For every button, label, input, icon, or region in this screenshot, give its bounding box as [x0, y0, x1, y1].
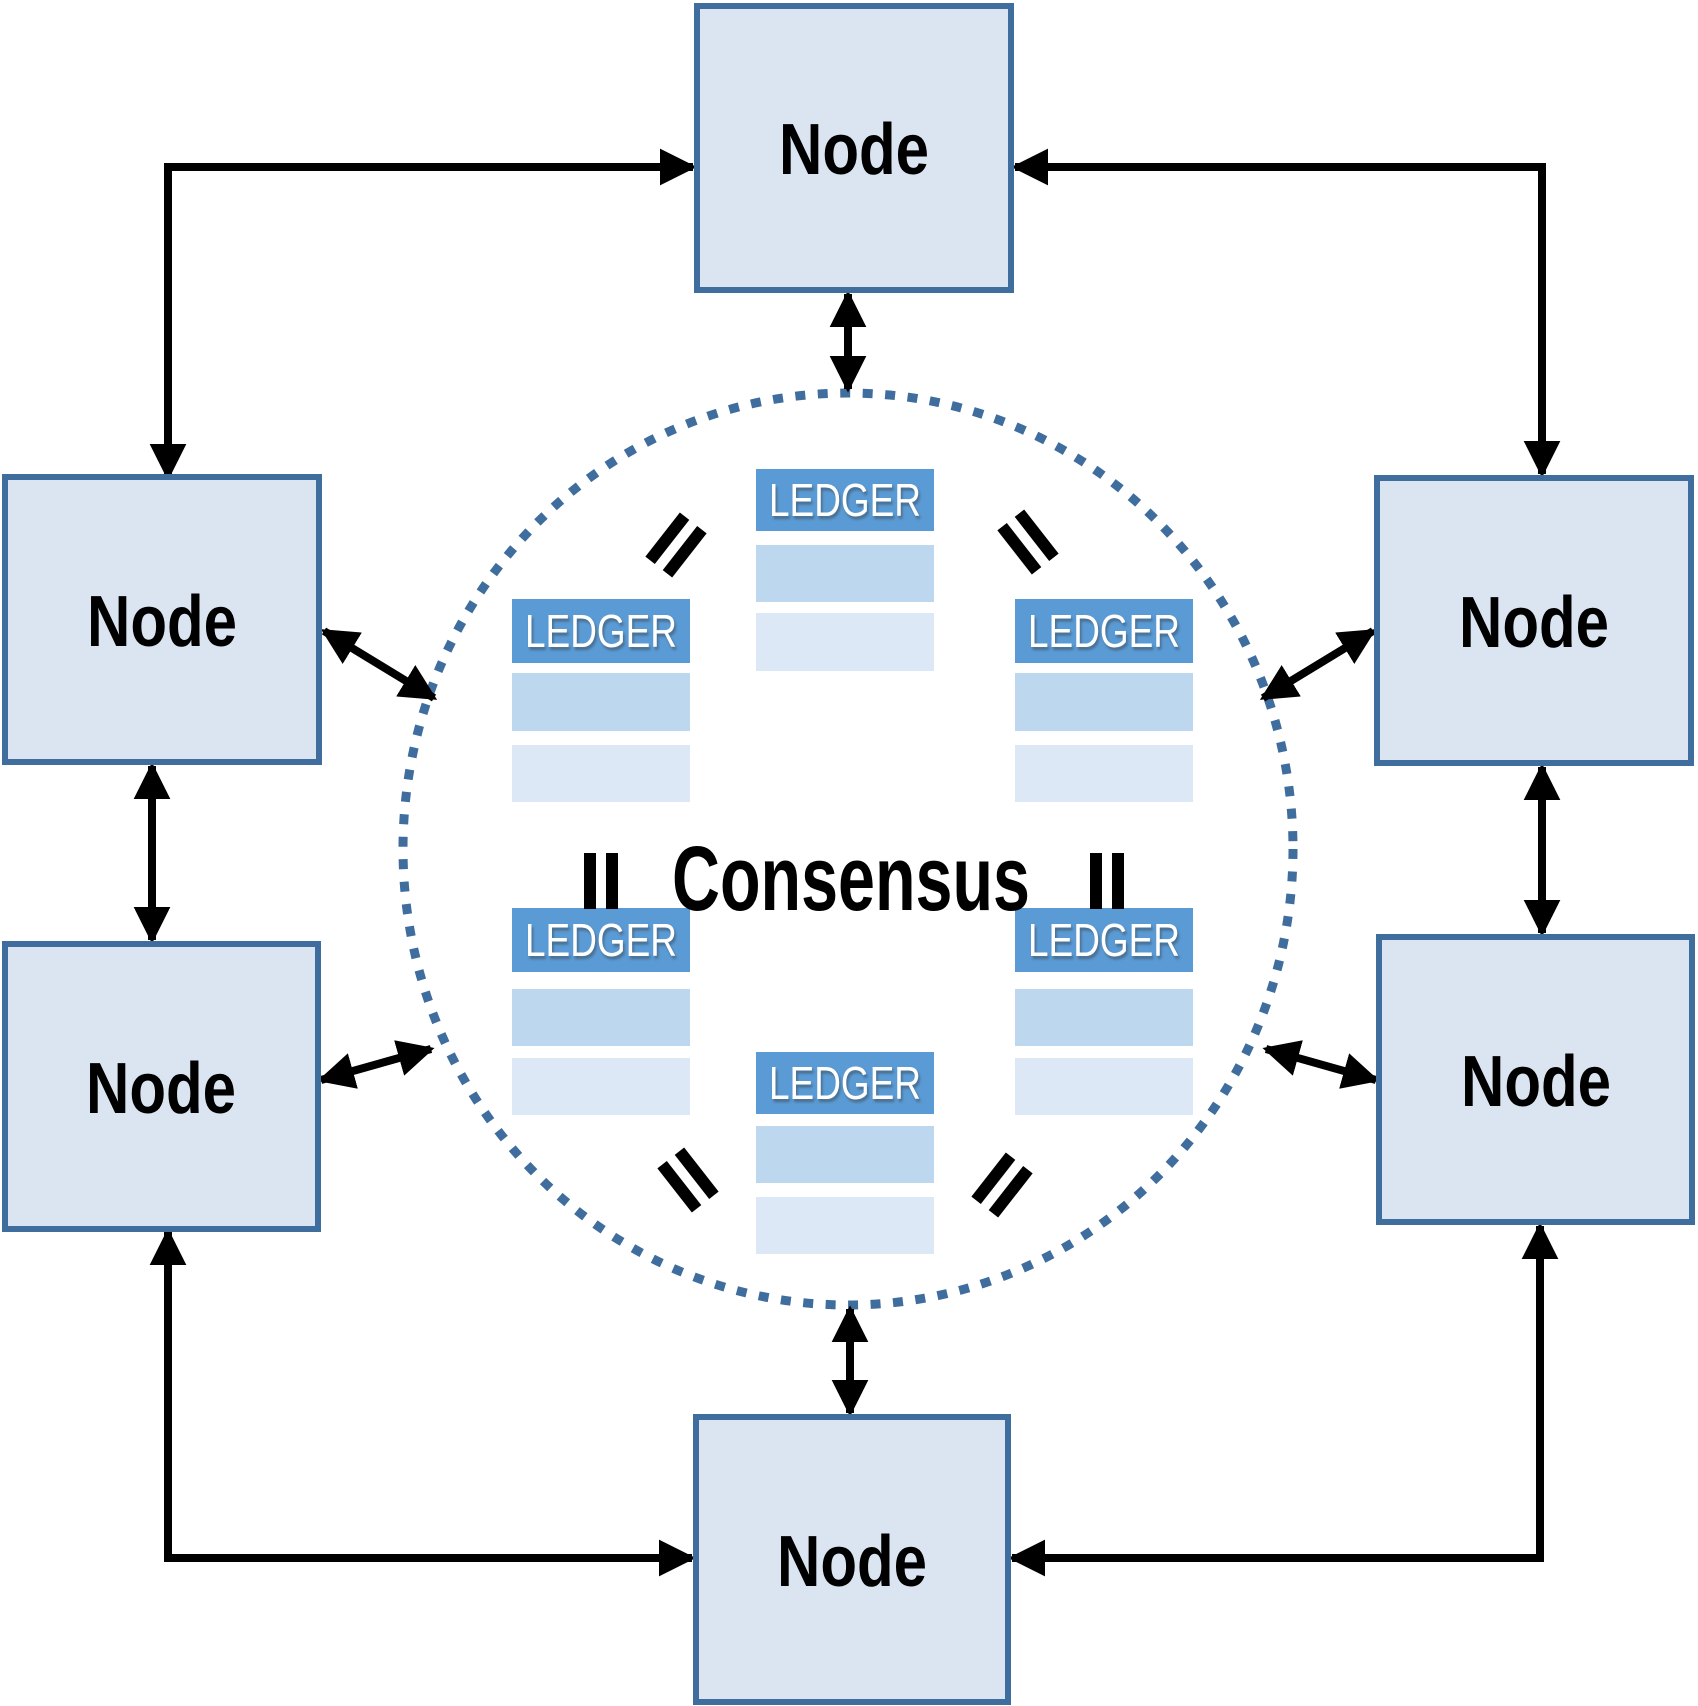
node-upper-right: Node	[1374, 475, 1694, 766]
ledger-lower-left: LEDGER	[512, 908, 690, 1115]
node-lower-right: Node	[1376, 934, 1695, 1225]
node-bottom: Node	[693, 1414, 1011, 1705]
node-lower-right-label: Node	[1461, 1042, 1611, 1122]
ledger-bottom-center-label: LEDGER	[769, 1057, 921, 1109]
node-lower-left-label: Node	[86, 1049, 236, 1129]
node-upper-right-label: Node	[1459, 583, 1609, 663]
ledger-top-center: LEDGER	[756, 469, 934, 671]
ledger-upper-left: LEDGER	[512, 599, 690, 802]
arrow-bottom-right-elbow	[1008, 1222, 1559, 1577]
arrow-upper-right-node-to-circle	[1259, 627, 1377, 702]
equals-icon-mid-left	[584, 853, 618, 909]
node-bottom-label: Node	[777, 1522, 927, 1602]
ledger-lower-left-label: LEDGER	[525, 914, 677, 966]
equals-icon-top-right	[997, 509, 1059, 575]
node-top-label: Node	[779, 110, 929, 190]
equals-icon-mid-right	[1090, 853, 1124, 909]
consensus-title: Consensus	[672, 828, 1030, 930]
ledger-lower-right: LEDGER	[1015, 908, 1193, 1115]
ledger-lower-right-label: LEDGER	[1028, 914, 1180, 966]
ledger-bottom-center: LEDGER	[756, 1052, 934, 1254]
arrow-top-right-elbow	[1011, 148, 1561, 478]
arrow-top-left-elbow	[149, 148, 697, 481]
ledger-top-center-label: LEDGER	[769, 474, 921, 526]
arrow-lower-left-node-to-circle	[317, 1040, 435, 1089]
ledger-upper-left-label: LEDGER	[525, 605, 677, 657]
arrow-bottom-left-elbow	[149, 1228, 696, 1577]
equals-icon-bottom-left	[657, 1147, 719, 1213]
node-upper-left-label: Node	[87, 582, 237, 662]
ledger-upper-right-label: LEDGER	[1028, 605, 1180, 657]
node-lower-left: Node	[2, 941, 321, 1232]
consensus-circle	[398, 388, 1298, 1310]
arrow-lower-right-node-to-circle	[1262, 1040, 1380, 1089]
equals-icon-bottom-right	[971, 1152, 1033, 1218]
node-upper-left: Node	[2, 474, 322, 765]
node-top: Node	[694, 3, 1014, 293]
ledger-upper-right: LEDGER	[1015, 599, 1193, 802]
arrow-upper-left-node-to-circle	[320, 627, 438, 702]
equals-icon-top-left	[645, 512, 707, 578]
